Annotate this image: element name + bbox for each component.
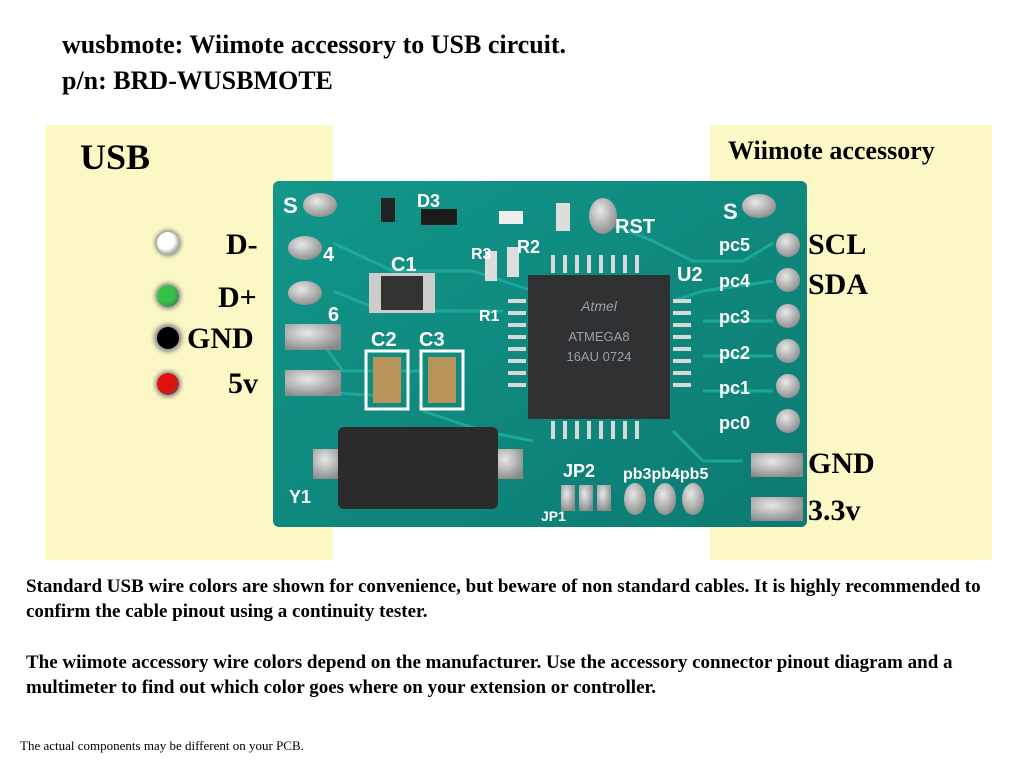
- silk-pc3: pc3: [719, 307, 750, 327]
- silk-jp1: JP1: [541, 508, 566, 524]
- silk-u2: U2: [677, 264, 703, 286]
- accessory-header-pads: [742, 194, 803, 521]
- silk-pc0: pc0: [719, 413, 750, 433]
- wire-dot-gnd: [157, 327, 179, 349]
- chip-code: 16AU 0724: [566, 349, 631, 364]
- silk-pc4: pc4: [719, 271, 750, 291]
- part-number: p/n: BRD-WUSBMOTE: [62, 66, 333, 95]
- silk-r3: R3: [471, 246, 492, 263]
- usb-wire-note: Standard USB wire colors are shown for c…: [26, 576, 981, 622]
- silk-c2: C2: [371, 329, 397, 351]
- chip-brand: Atmel: [580, 298, 618, 314]
- acc-pin-sda: SDA: [808, 268, 869, 301]
- smd-parts: [369, 198, 570, 313]
- silk-jp2: JP2: [563, 461, 595, 481]
- footnote: The actual components may be different o…: [20, 738, 304, 753]
- silkscreen-labels: S S 4 6 D3 RST C1 C2 C3 R2 R3 R1 U2 Y1 J…: [283, 191, 750, 524]
- jumper-pads: [561, 483, 704, 515]
- wire-dot-5v: [157, 373, 179, 395]
- usb-pin-5v: 5v: [228, 367, 258, 400]
- silk-rst: RST: [615, 216, 655, 238]
- acc-pin-scl: SCL: [808, 228, 867, 261]
- silk-y1: Y1: [289, 487, 311, 507]
- usb-heading: USB: [80, 137, 151, 177]
- usb-pin-gnd: GND: [187, 322, 254, 355]
- accessory-wire-note: The wiimote accessory wire colors depend…: [26, 652, 953, 698]
- reset-pad: [589, 198, 617, 234]
- usb-pin-d-plus: D+: [218, 281, 257, 314]
- crystal-y1: [313, 427, 523, 509]
- wire-dot-d-minus: [157, 232, 179, 254]
- silk-pc1: pc1: [719, 378, 750, 398]
- silk-c3: C3: [419, 329, 445, 351]
- mcu-chip: Atmel ATMEGA8 16AU 0724: [508, 255, 691, 439]
- silk-pb: pb3pb4pb5: [623, 466, 708, 483]
- silk-pc5: pc5: [719, 235, 750, 255]
- silk-r1: R1: [479, 308, 500, 325]
- silk-pc2: pc2: [719, 343, 750, 363]
- capacitors: [364, 349, 465, 411]
- silk-s-left: S: [283, 193, 298, 218]
- acc-pin-3v3: 3.3v: [808, 494, 861, 527]
- silk-d3: D3: [417, 191, 440, 211]
- wire-dot-d-plus: [157, 285, 179, 307]
- silk-6: 6: [328, 304, 339, 326]
- usb-header-pads: [285, 193, 341, 396]
- usb-pin-d-minus: D-: [226, 228, 258, 261]
- page-title: wusbmote: Wiimote accessory to USB circu…: [62, 30, 567, 59]
- chip-model: ATMEGA8: [568, 329, 629, 344]
- pcb-board: Atmel ATMEGA8 16AU 0724 S S 4 6 D3 RST C…: [273, 181, 807, 527]
- silk-c1: C1: [391, 254, 417, 276]
- accessory-heading: Wiimote accessory: [728, 136, 935, 165]
- acc-pin-gnd: GND: [808, 447, 875, 480]
- silk-4: 4: [323, 244, 335, 266]
- silk-r2: R2: [517, 237, 540, 257]
- silk-s-right: S: [723, 199, 738, 224]
